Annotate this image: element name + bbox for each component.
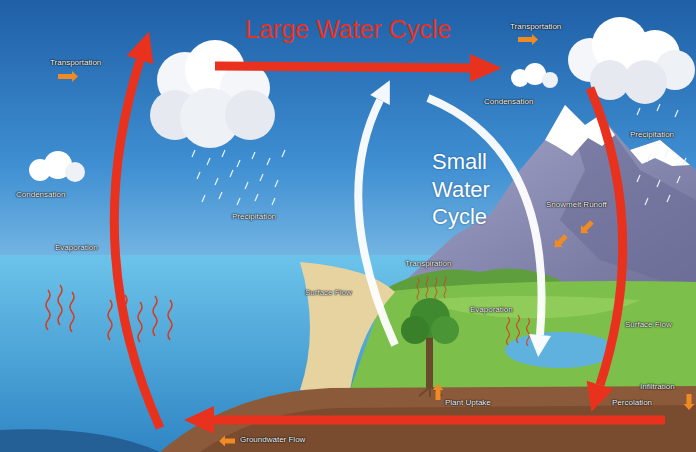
cycle-name: Small Water Cycle [432, 148, 512, 231]
large-cycle-arrow [215, 66, 472, 68]
process-label: Surface Flow [625, 320, 672, 330]
process-label: Infiltration [640, 382, 675, 392]
small-cycle-arrowhead [529, 334, 551, 357]
vapour-lines [108, 300, 112, 340]
mountains [395, 105, 696, 292]
process-label: Groundwater Flow [240, 435, 305, 445]
small-cycle-arrow [358, 98, 541, 345]
land [300, 262, 696, 390]
process-label: Condensation [484, 97, 533, 107]
lake [505, 332, 615, 368]
flow-arrow [551, 232, 570, 251]
soil [200, 405, 696, 452]
vapour-lines [46, 290, 50, 330]
process-label: Percolation [612, 398, 652, 408]
flow-arrow [58, 71, 78, 82]
vapour-lines [444, 276, 446, 298]
vapour-lines [138, 302, 142, 342]
small-cycle-arrow [428, 98, 542, 335]
vapour-lines [426, 276, 428, 298]
large-cycle-arrowhead [184, 406, 214, 434]
process-label: Evaporation [55, 243, 98, 253]
large-cycle-arrow [114, 60, 665, 428]
process-label: Transportation [50, 58, 101, 68]
flow-arrow [433, 384, 444, 400]
land [300, 262, 395, 390]
flow-arrow [551, 232, 570, 251]
land [350, 281, 696, 390]
flow-arrow [577, 218, 596, 237]
small-cycle-arrowhead [370, 80, 390, 105]
process-label: Snowmelt Runoff [546, 200, 607, 210]
process-label: Plant Uptake [445, 398, 491, 408]
process-label: Condensation [16, 190, 65, 200]
cloud [623, 60, 667, 104]
vapour-lines [517, 315, 520, 343]
large-cycle-arrow [212, 416, 665, 425]
soil [0, 429, 160, 452]
large-cycle-arrowhead [587, 381, 614, 412]
small-cycle-arrow [358, 100, 395, 345]
vapour-lines [417, 278, 419, 300]
process-label: Surface Flow [305, 288, 352, 298]
tree [401, 298, 459, 397]
mountains [630, 140, 690, 166]
flow-arrow [518, 34, 538, 45]
tree [431, 316, 459, 344]
flow-arrow [58, 34, 695, 447]
tree [401, 316, 429, 344]
small-cycle-arrowhead [370, 80, 551, 357]
flow-arrow [684, 394, 695, 410]
lake [505, 332, 615, 368]
flow-arrow [684, 394, 695, 410]
vapour-lines [435, 278, 437, 300]
process-label: Transpiration [405, 259, 451, 269]
large-cycle-arrowhead [470, 54, 502, 82]
cloud [542, 72, 558, 88]
ocean [0, 255, 696, 452]
vapour-lines [70, 292, 74, 332]
process-label: Precipitation [630, 130, 674, 140]
cloud [65, 162, 85, 182]
process-label: Precipitation [232, 212, 276, 222]
vapour-lines [168, 300, 172, 340]
large-cycle-arrowhead [127, 31, 614, 434]
vapour-lines [153, 296, 157, 336]
vapour-lines [507, 317, 510, 345]
cloud [225, 90, 275, 140]
process-label: Evaporation [470, 305, 513, 315]
flow-arrow [219, 436, 235, 447]
ocean [0, 255, 696, 452]
flow-arrow [577, 218, 596, 237]
flow-arrow [219, 436, 235, 447]
land [420, 296, 640, 318]
diagram-title: Large Water Cycle [245, 14, 451, 44]
large-cycle-arrow [114, 60, 160, 428]
large-cycle-arrowhead [127, 31, 154, 64]
large-cycle-arrow [590, 88, 623, 385]
soil [160, 386, 696, 452]
process-label: Transportation [510, 22, 561, 32]
vapour-lines [527, 318, 530, 346]
vapour-lines [58, 285, 62, 325]
flow-arrow [433, 384, 444, 400]
